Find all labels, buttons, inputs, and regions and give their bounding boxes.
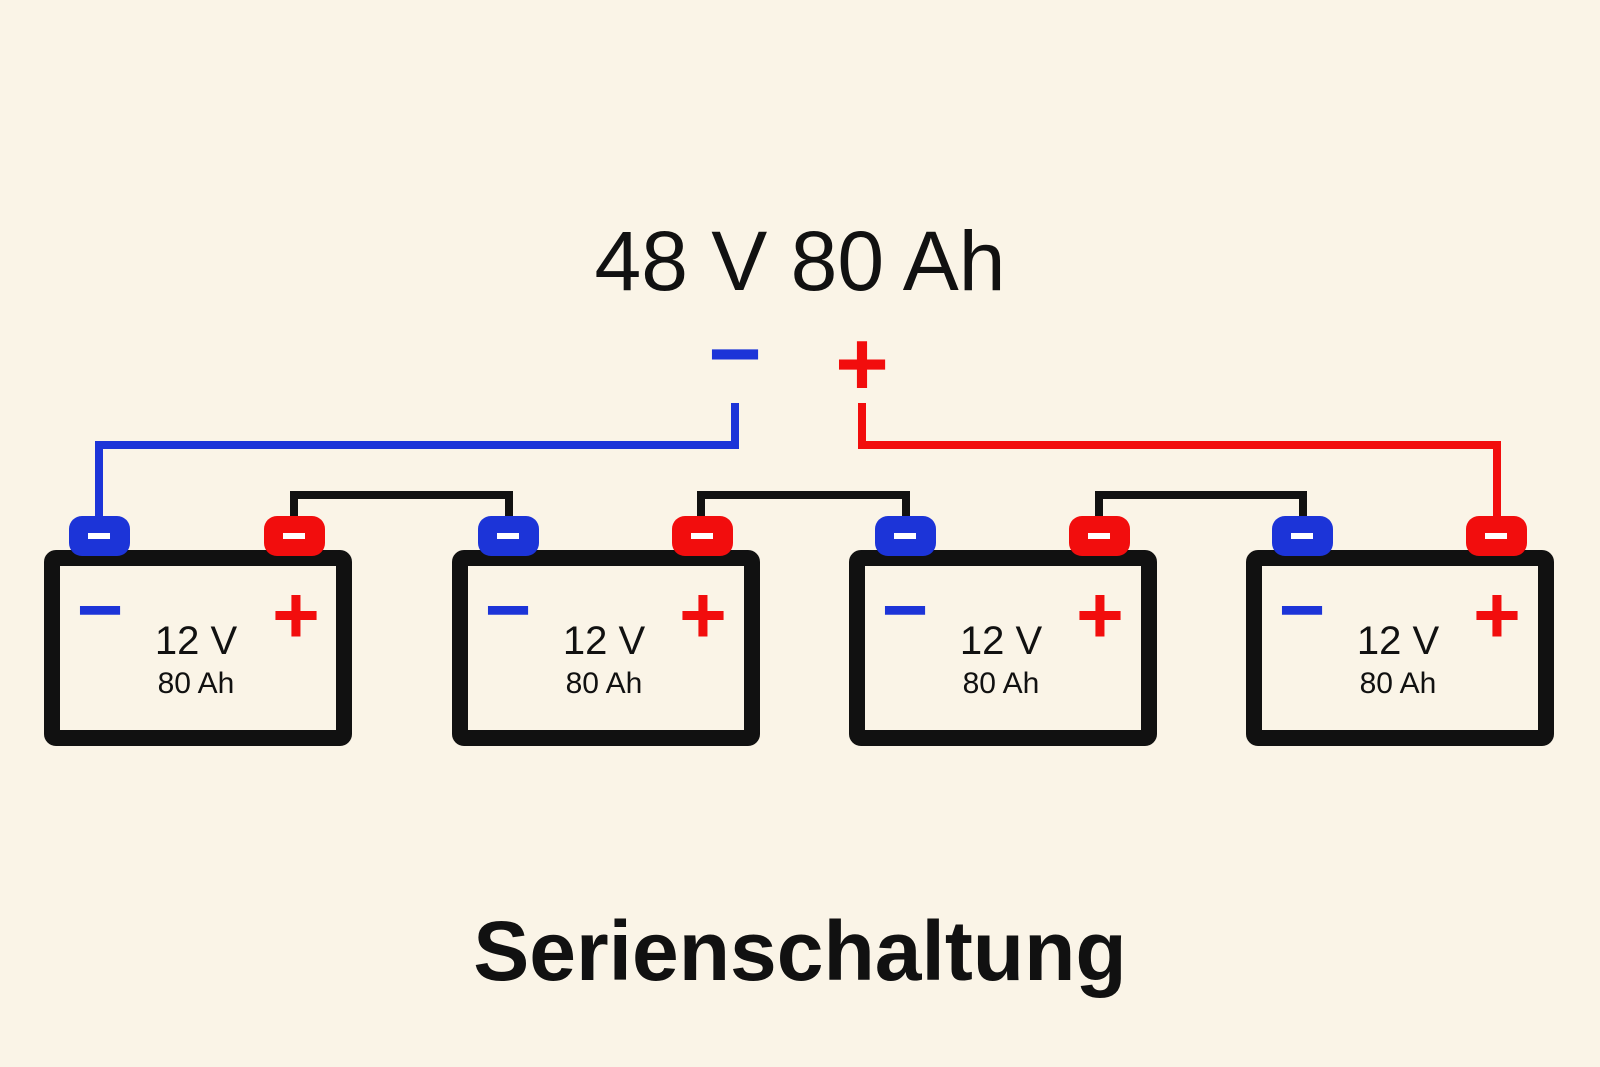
terminal-minus-mark <box>1291 533 1313 539</box>
battery-plus-symbol: + <box>679 570 727 661</box>
terminal-minus-mark <box>1485 533 1507 539</box>
output-plus-symbol: + <box>835 313 889 415</box>
battery-capacity: 80 Ah <box>1360 667 1437 700</box>
battery-2: − + 12 V 80 Ah <box>452 516 760 746</box>
battery-1: − + 12 V 80 Ah <box>44 516 352 746</box>
battery-minus-symbol: − <box>485 565 532 654</box>
battery-body <box>452 550 760 746</box>
battery-capacity: 80 Ah <box>566 667 643 700</box>
battery-minus-symbol: − <box>1279 565 1326 654</box>
battery-plus-symbol: + <box>1473 570 1521 661</box>
link-wire-1-2 <box>290 491 513 518</box>
diagram-title: Serienschaltung <box>473 904 1127 998</box>
terminal-minus-mark <box>1088 533 1110 539</box>
battery-voltage: 12 V <box>1357 619 1440 663</box>
battery-voltage: 12 V <box>563 619 646 663</box>
terminal-minus-mark <box>88 533 110 539</box>
battery-voltage: 12 V <box>960 619 1043 663</box>
terminal-minus-mark <box>894 533 916 539</box>
battery-capacity: 80 Ah <box>158 667 235 700</box>
battery-voltage: 12 V <box>155 619 238 663</box>
link-wire-2-3 <box>697 491 910 518</box>
battery-plus-symbol: + <box>1076 570 1124 661</box>
terminal-minus-mark <box>691 533 713 539</box>
terminal-minus-mark <box>283 533 305 539</box>
link-wire-3-4 <box>1095 491 1307 518</box>
battery-body <box>1246 550 1554 746</box>
battery-minus-symbol: − <box>77 565 124 654</box>
negative-output-wire <box>95 403 739 518</box>
battery-capacity: 80 Ah <box>963 667 1040 700</box>
battery-body <box>849 550 1157 746</box>
battery-plus-symbol: + <box>272 570 320 661</box>
total-rating-label: 48 V 80 Ah <box>594 214 1005 308</box>
battery-3: − + 12 V 80 Ah <box>849 516 1157 746</box>
output-minus-symbol: − <box>708 303 762 405</box>
battery-body <box>44 550 352 746</box>
battery-minus-symbol: − <box>882 565 929 654</box>
terminal-minus-mark <box>497 533 519 539</box>
battery-4: − + 12 V 80 Ah <box>1246 516 1554 746</box>
positive-output-wire <box>858 403 1501 518</box>
